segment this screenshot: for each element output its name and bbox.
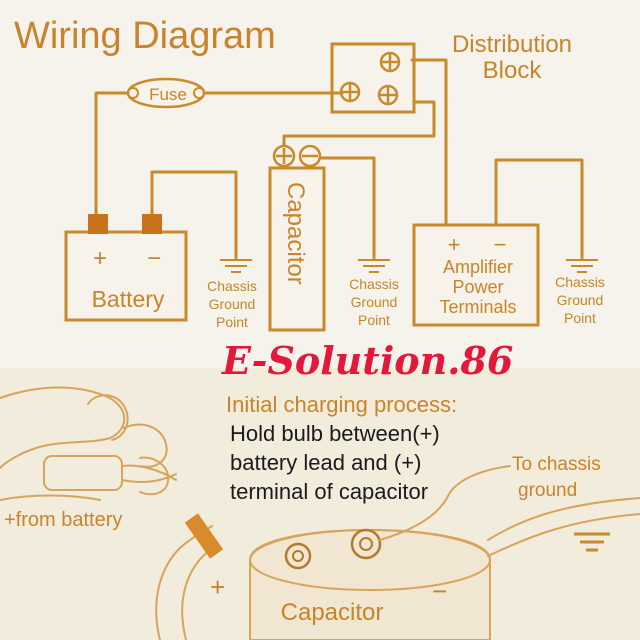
svg-text:Ground: Ground [209,296,256,312]
capacitor: Capacitor [268,144,326,332]
diagram-title: Wiring Diagram [14,15,276,57]
ground-label-battery: Chassis Ground Point [207,278,257,330]
ground-symbol [220,259,252,273]
bottom-minus-sign: − [432,576,447,606]
ground-symbol [358,259,390,273]
distribution-plus-terminal [339,81,361,103]
svg-text:Point: Point [216,314,248,330]
battery-positive-terminal [88,214,108,234]
charging-heading: Initial charging process: [226,392,457,417]
distribution-block-label-line2: Block [483,57,543,84]
ground-label-amplifier: Chassis Ground Point [555,274,605,326]
bottom-plus-sign: + [210,572,225,602]
distribution-plus-terminal [379,51,401,73]
distribution-block-label-line1: Distribution [452,31,572,58]
capacitor-vertical-label: Capacitor [282,182,309,285]
amplifier: + − Amplifier Power Terminals [412,223,540,327]
svg-text:Chassis: Chassis [555,274,605,290]
from-battery-label: +from battery [4,509,122,531]
instruction-line-1: Hold bulb between(+) [230,421,440,446]
svg-text:Point: Point [358,312,390,328]
svg-text:Chassis: Chassis [207,278,257,294]
capacitor-can: Capacitor [249,465,511,640]
chassis-wire [487,497,640,557]
amplifier-label-line3: Terminals [439,297,516,317]
battery: + − Battery [64,214,188,322]
battery-label: Battery [92,286,165,312]
distribution-block [330,42,416,114]
battery-minus-sign: − [147,245,161,272]
bulb [43,455,177,491]
distribution-plus-terminal [377,84,399,106]
battery-plus-sign: + [93,245,107,272]
capacitor-negative-post [350,528,382,560]
capacitor-positive-post [284,542,312,570]
svg-text:Chassis: Chassis [349,276,399,292]
svg-text:Ground: Ground [557,292,604,308]
capacitor-minus-terminal [298,144,322,168]
to-chassis-label-line2: ground [518,480,577,501]
amplifier-minus-sign: − [494,232,507,257]
ground-label-capacitor: Chassis Ground Point [349,276,399,328]
bottom-capacitor-label: Capacitor [281,599,384,626]
ground-symbol [566,259,598,273]
capacitor-plus-terminal [272,144,296,168]
fuse: Fuse [126,77,206,109]
battery-negative-terminal [142,214,162,234]
amplifier-label-line1: Amplifier [443,257,513,277]
hand-illustration [0,386,170,501]
battery-lead-wire [155,513,224,640]
amplifier-label-line2: Power [452,277,503,297]
amplifier-plus-sign: + [448,232,461,257]
to-chassis-label-line1: To chassis [512,454,601,475]
instruction-line-3: terminal of capacitor [230,479,428,504]
watermark-text: E-Solution.86 [221,338,513,383]
wires [94,58,584,260]
instruction-line-2: battery lead and (+) [230,450,421,475]
bottom-ground-symbol [574,532,610,552]
fuse-label: Fuse [149,85,187,104]
svg-text:Point: Point [564,310,596,326]
svg-text:Ground: Ground [351,294,398,310]
